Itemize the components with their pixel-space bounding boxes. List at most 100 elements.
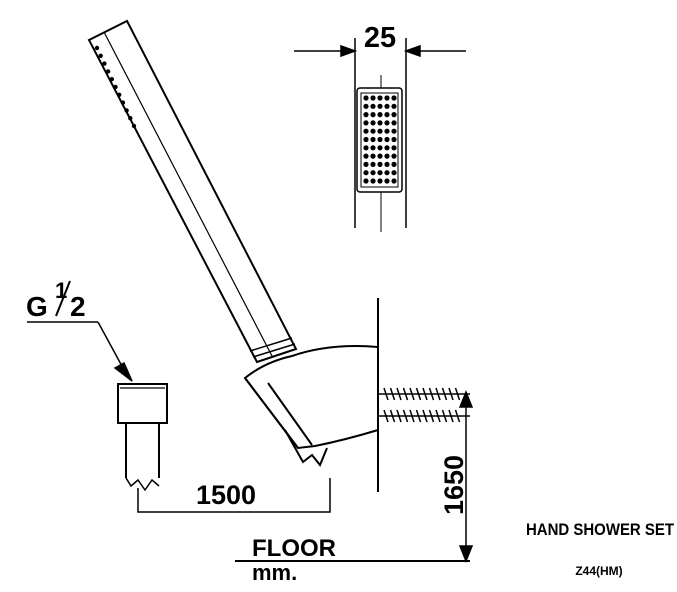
nozzle-dot bbox=[391, 170, 397, 176]
height-value: 1650 bbox=[439, 455, 469, 515]
side-nozzle-dot bbox=[128, 116, 133, 121]
nozzle-dot bbox=[384, 153, 390, 159]
nozzle-dot bbox=[384, 178, 390, 184]
thread-mark bbox=[422, 387, 428, 401]
nozzle-dot bbox=[391, 161, 397, 167]
thread-denominator: 2 bbox=[70, 291, 86, 322]
nozzle-dot bbox=[384, 128, 390, 134]
hose-dimension bbox=[137, 478, 331, 513]
nozzle-dots bbox=[363, 95, 397, 184]
thread-mark bbox=[396, 409, 402, 423]
nozzle-dot bbox=[377, 120, 383, 126]
nozzle-dot bbox=[384, 95, 390, 101]
side-nozzle-dot bbox=[117, 92, 122, 98]
nozzle-dot bbox=[370, 170, 376, 176]
floor-label: FLOOR bbox=[252, 535, 336, 562]
thread-mark bbox=[441, 387, 448, 401]
side-nozzle-dot bbox=[120, 100, 126, 105]
model-code: Z44(HM) bbox=[575, 564, 622, 578]
thread-mark bbox=[454, 409, 461, 423]
hose-length-value: 1500 bbox=[196, 480, 256, 510]
fraction-slash bbox=[55, 280, 71, 317]
nozzle-dot bbox=[384, 170, 390, 176]
thread-mark bbox=[383, 409, 389, 423]
nozzle-dot bbox=[391, 136, 397, 143]
nozzle-dot bbox=[391, 103, 397, 109]
thread-mark bbox=[409, 409, 415, 423]
nozzle-dot bbox=[391, 128, 397, 134]
thread-mark bbox=[448, 409, 454, 423]
nozzle-dot bbox=[377, 112, 383, 118]
nozzle-dot bbox=[384, 112, 390, 118]
anchor-thread-marks bbox=[383, 387, 461, 423]
thread-mark bbox=[389, 409, 396, 423]
thread-mark bbox=[402, 409, 409, 423]
side-nozzle-dot bbox=[102, 61, 107, 66]
nozzle-dot bbox=[363, 153, 369, 159]
nozzle-dot bbox=[377, 136, 383, 143]
nozzle-dot bbox=[370, 153, 376, 159]
nozzle-dot bbox=[363, 95, 369, 101]
nozzle-dot bbox=[384, 136, 390, 143]
thread-mark bbox=[454, 387, 461, 401]
thread-mark bbox=[415, 387, 422, 401]
nozzle-dot bbox=[370, 136, 376, 143]
thread-mark bbox=[383, 387, 389, 401]
nozzle-dot bbox=[363, 161, 369, 167]
thread-mark bbox=[435, 387, 441, 401]
product-name: HAND SHOWER SET bbox=[526, 520, 675, 539]
nozzle-dot bbox=[370, 128, 376, 134]
height-dimension bbox=[458, 389, 474, 564]
unit-label: mm. bbox=[252, 560, 297, 585]
side-nozzle-dot bbox=[124, 108, 129, 113]
nozzle-dot bbox=[370, 103, 376, 109]
width-value: 25 bbox=[364, 22, 396, 54]
thread-mark bbox=[441, 409, 448, 423]
nozzle-dot bbox=[363, 112, 369, 118]
nozzle-dot bbox=[363, 170, 369, 176]
nozzle-dot bbox=[384, 161, 390, 167]
side-nozzle-dot bbox=[113, 84, 118, 90]
nozzle-dot bbox=[391, 112, 397, 118]
nozzle-dot bbox=[377, 103, 383, 109]
thread-mark bbox=[435, 409, 441, 423]
nozzle-dot bbox=[391, 120, 397, 126]
side-nozzle-dot bbox=[105, 69, 111, 74]
nozzle-dot bbox=[377, 161, 383, 167]
side-nozzle-dot bbox=[131, 123, 137, 129]
thread-mark bbox=[415, 409, 422, 423]
thread-base: G bbox=[26, 291, 48, 322]
nozzle-dot bbox=[370, 161, 376, 167]
nozzle-dot bbox=[363, 103, 369, 109]
thread-mark bbox=[389, 387, 396, 401]
nozzle-dot bbox=[363, 178, 369, 184]
nozzle-dot bbox=[377, 153, 383, 159]
nozzle-dot bbox=[377, 145, 383, 151]
nozzle-dot bbox=[370, 112, 376, 118]
thread-mark bbox=[422, 409, 428, 423]
nozzle-dot bbox=[391, 178, 397, 184]
side-nozzle-dot bbox=[109, 77, 115, 82]
connector-fitting bbox=[117, 383, 168, 492]
nozzle-dot bbox=[370, 95, 376, 101]
thread-mark bbox=[428, 387, 435, 401]
thread-mark bbox=[448, 387, 454, 401]
nozzle-dot bbox=[370, 145, 376, 151]
nozzle-dot bbox=[391, 145, 397, 151]
nozzle-dot bbox=[363, 136, 369, 143]
thread-mark bbox=[396, 387, 402, 401]
thread-mark bbox=[428, 409, 435, 423]
nozzle-dot bbox=[384, 103, 390, 109]
nozzle-dot bbox=[377, 128, 383, 134]
nozzle-dot bbox=[384, 145, 390, 151]
wall-bracket bbox=[243, 345, 379, 467]
hand-shower bbox=[87, 19, 298, 364]
nozzle-dot bbox=[370, 120, 376, 126]
wall-anchors bbox=[378, 393, 470, 417]
nozzle-dot bbox=[377, 178, 383, 184]
nozzle-dot bbox=[377, 170, 383, 176]
thread-mark bbox=[409, 387, 415, 401]
nozzle-dot bbox=[391, 95, 397, 101]
